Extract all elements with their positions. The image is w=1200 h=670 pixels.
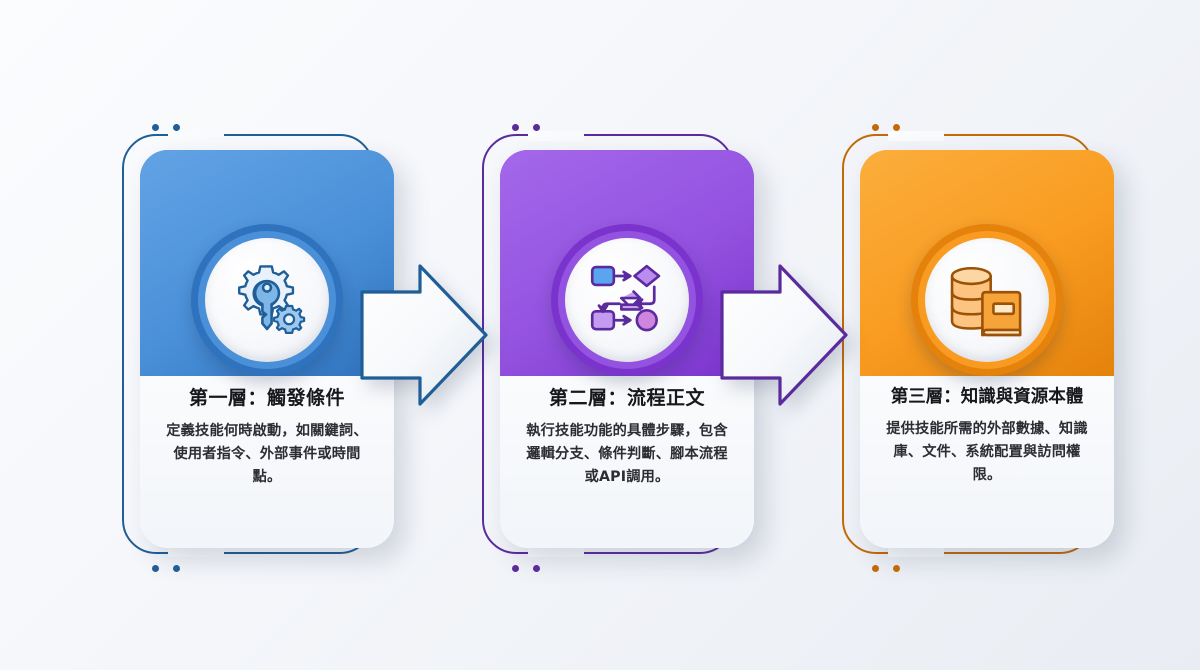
process-step-3[interactable]: 第三層：知識與資源本體 提供技能所需的外部數據、知識庫、文件、系統配置與訪問權限… (820, 124, 1120, 572)
step-1-frame-notch-bottom (168, 547, 224, 557)
step-3-card-body (860, 376, 1114, 548)
step-3-title: 第三層：知識與資源本體 (890, 387, 1084, 407)
step-2-bottom-dots (512, 565, 540, 572)
dot-icon (512, 124, 519, 131)
dot-icon (872, 124, 879, 131)
step-3-bottom-dots (872, 565, 900, 572)
dot-icon (173, 124, 180, 131)
step-3-frame-notch-bottom (888, 547, 944, 557)
step-2-card-body (500, 376, 754, 548)
step-3-description: 提供技能所需的外部數據、知識庫、文件、系統配置與訪問權限。 (886, 420, 1088, 483)
step-1-description: 定義技能何時啟動，如關鍵詞、使用者指令、外部事件或時間點。 (166, 422, 368, 485)
step-1-title: 第一層：觸發條件 (188, 387, 345, 409)
connector-arrow-1 (360, 264, 488, 406)
dot-icon (533, 124, 540, 131)
dot-icon (893, 565, 900, 572)
step-3-top-dots (872, 124, 900, 131)
dot-icon (152, 565, 159, 572)
step-2-title: 第二層：流程正文 (548, 387, 705, 409)
process-step-1[interactable]: 第一層：觸發條件 定義技能何時啟動，如關鍵詞、使用者指令、外部事件或時間點。 (100, 124, 400, 572)
connector-arrow-2 (720, 264, 848, 406)
step-3-text-block: 第三層：知識與資源本體 提供技能所需的外部數據、知識庫、文件、系統配置與訪問權限… (860, 386, 1114, 487)
step-2-frame-notch-bottom (528, 547, 584, 557)
dot-icon (152, 124, 159, 131)
step-1-frame-notch-top (168, 131, 224, 141)
process-step-2[interactable]: 第二層：流程正文 執行技能功能的具體步驟，包含邏輯分支、條件判斷、腳本流程或AP… (460, 124, 760, 572)
step-1-card-body (140, 376, 394, 548)
step-2-frame-notch-top (528, 131, 584, 141)
step-3-frame-notch-top (888, 131, 944, 141)
dot-icon (893, 124, 900, 131)
step-2-card[interactable]: 第二層：流程正文 執行技能功能的具體步驟，包含邏輯分支、條件判斷、腳本流程或AP… (500, 150, 754, 548)
dot-icon (512, 565, 519, 572)
dot-icon (872, 565, 879, 572)
step-1-text-block: 第一層：觸發條件 定義技能何時啟動，如關鍵詞、使用者指令、外部事件或時間點。 (140, 386, 394, 489)
step-2-text-block: 第二層：流程正文 執行技能功能的具體步驟，包含邏輯分支、條件判斷、腳本流程或AP… (500, 386, 754, 489)
step-2-description: 執行技能功能的具體步驟，包含邏輯分支、條件判斷、腳本流程或API調用。 (526, 422, 728, 485)
dot-icon (533, 565, 540, 572)
step-3-card[interactable]: 第三層：知識與資源本體 提供技能所需的外部數據、知識庫、文件、系統配置與訪問權限… (860, 150, 1114, 548)
dot-icon (173, 565, 180, 572)
step-2-icon-medallion (551, 224, 703, 376)
step-1-bottom-dots (152, 565, 180, 572)
step-2-top-dots (512, 124, 540, 131)
step-1-card[interactable]: 第一層：觸發條件 定義技能何時啟動，如關鍵詞、使用者指令、外部事件或時間點。 (140, 150, 394, 548)
flowchart-icon (590, 264, 661, 332)
database-book-icon (950, 266, 1022, 337)
step-3-icon-medallion (911, 224, 1063, 376)
key-gear-icon (238, 265, 306, 334)
step-1-top-dots (152, 124, 180, 131)
step-1-icon-medallion (191, 224, 343, 376)
